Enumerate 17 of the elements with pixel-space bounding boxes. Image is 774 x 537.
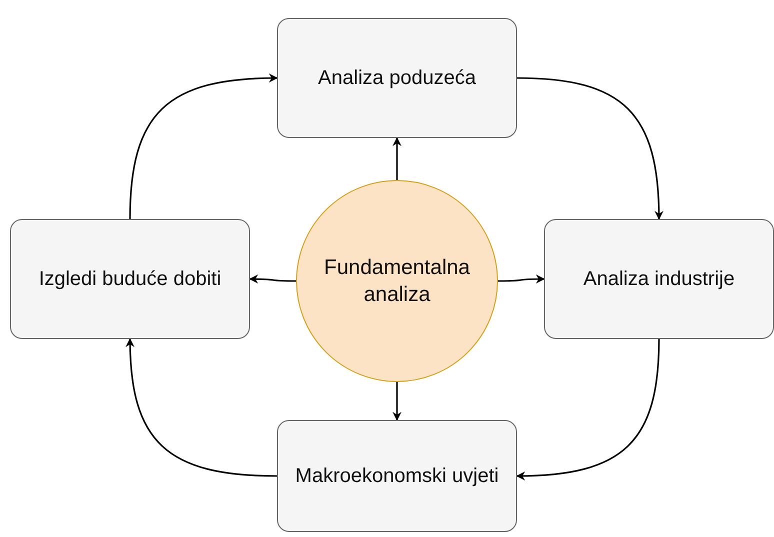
arrow	[129, 74, 278, 220]
node-label: Izgledi buduće dobiti	[38, 267, 222, 292]
arrow	[516, 338, 660, 480]
process-box	[277, 18, 517, 138]
arrow	[516, 77, 664, 220]
arrow	[498, 274, 545, 284]
arrow	[249, 274, 296, 284]
arrow	[392, 382, 402, 421]
process-box	[10, 219, 250, 339]
node-label: Analiza industrije	[583, 267, 735, 292]
node-label: Fundamentalna analiza	[323, 254, 471, 308]
node-label: Makroekonomski uvjeti	[295, 464, 499, 489]
node-label: Analiza poduzeća	[318, 66, 476, 91]
process-box	[544, 219, 774, 339]
arrow	[126, 338, 278, 477]
arrow	[392, 137, 402, 180]
process-box	[277, 420, 517, 532]
